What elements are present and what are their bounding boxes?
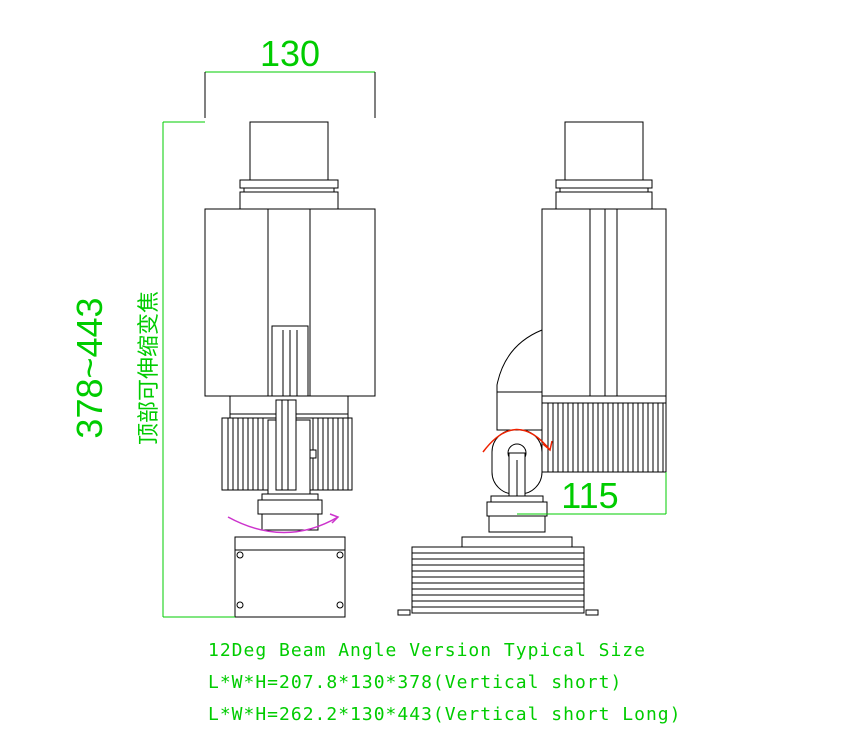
- dimension-height: 378~443 顶部可伸缩变焦: [69, 121, 235, 618]
- base-ribs: [412, 552, 584, 608]
- spec-note-short: L*W*H=207.8*130*378(Vertical short): [208, 672, 622, 693]
- dimension-depth: 115: [517, 472, 667, 516]
- side-view: [397, 121, 667, 616]
- side-fins: [547, 403, 664, 472]
- spec-notes: 12Deg Beam Angle Version Typical Size L*…: [208, 640, 681, 725]
- height-dimension-label: 378~443: [69, 297, 110, 438]
- dimension-width: 130: [204, 33, 376, 118]
- width-dimension-label: 130: [260, 33, 320, 74]
- spec-note-title: 12Deg Beam Angle Version Typical Size: [208, 640, 646, 661]
- rotation-arrow-front: [227, 516, 339, 534]
- height-dimension-note: 顶部可伸缩变焦: [137, 291, 162, 445]
- front-view: [204, 121, 376, 618]
- rotation-arrow-side: [482, 428, 551, 453]
- depth-dimension-label: 115: [561, 475, 618, 516]
- spec-note-long: L*W*H=262.2*130*443(Vertical short Long): [208, 704, 681, 725]
